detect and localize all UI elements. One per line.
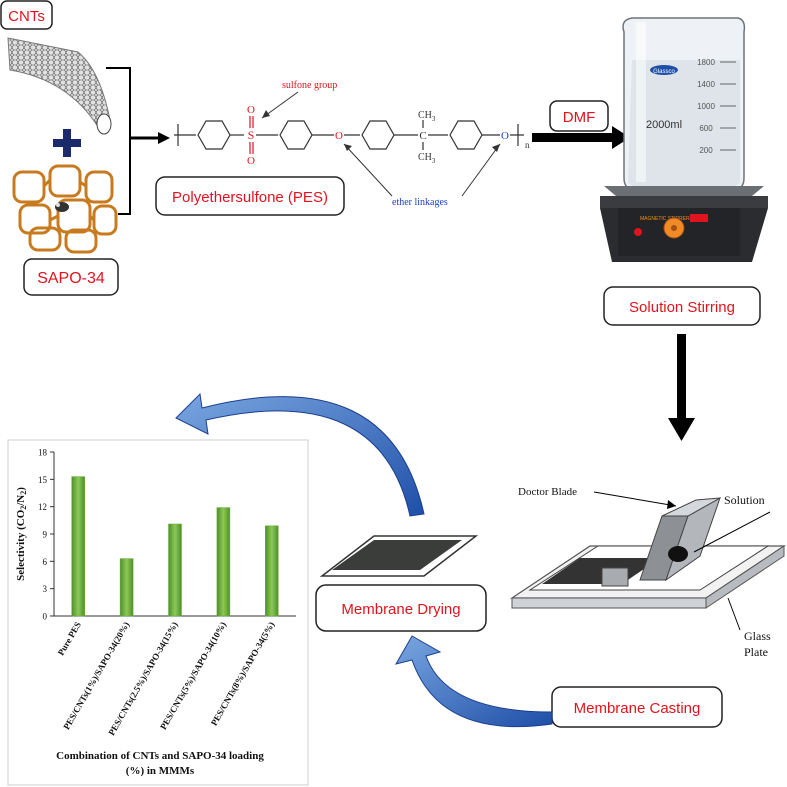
ether-pointer-left-icon <box>344 144 352 151</box>
y-tick-label: 15 <box>38 475 48 485</box>
y-tick-label: 18 <box>38 448 48 458</box>
svg-text:Membrane Drying: Membrane Drying <box>341 601 460 618</box>
label-drying: Membrane Drying <box>315 584 487 632</box>
svg-text:DMF: DMF <box>563 109 596 126</box>
bar-0 <box>71 476 85 617</box>
casting-setup <box>510 491 786 631</box>
plus-icon <box>53 129 81 157</box>
ether-oxygen-1: O <box>335 130 343 142</box>
label-cnts: CNTs <box>0 0 53 30</box>
x-axis-label-line2: (%) in MMMs <box>126 765 195 777</box>
methyl-bottom: CH3 <box>418 152 436 165</box>
label-pes: Polyethersulfone (PES) <box>155 176 345 216</box>
arrow-down-icon <box>668 334 695 441</box>
svg-text:MAGNETIC STIRRER: MAGNETIC STIRRER <box>640 216 690 222</box>
beaker-on-stirrer: Glassco 2000ml 1800 1400 1000 600 200 MA… <box>600 17 768 262</box>
label-stirring: Solution Stirring <box>603 286 761 326</box>
label-casting: Membrane Casting <box>551 686 723 728</box>
arrow-to-pes-icon <box>158 132 170 144</box>
ether-linkages-label: ether linkages <box>392 197 448 208</box>
y-axis-label: Selectivity (CO2/N2) <box>15 487 28 581</box>
glass-plate-label-2: Plate <box>744 645 768 659</box>
svg-text:2000ml: 2000ml <box>646 119 682 131</box>
solution-label: Solution <box>724 493 765 507</box>
methyl-top: CH3 <box>418 110 436 123</box>
label-sapo: SAPO-34 <box>23 258 119 296</box>
y-tick-label: 6 <box>43 557 48 567</box>
arrow-drying-to-chart-icon <box>175 392 425 517</box>
ether-pointer-right-icon <box>492 144 500 152</box>
arrow-casting-to-drying-icon <box>394 635 553 728</box>
y-tick-label: 3 <box>43 584 48 594</box>
repeat-n: n <box>525 140 530 150</box>
svg-text:1000: 1000 <box>697 102 715 111</box>
svg-text:Membrane Casting: Membrane Casting <box>574 700 701 717</box>
bracket-connector <box>106 67 160 215</box>
doctor-blade-label: Doctor Blade <box>518 486 577 498</box>
sapo-molecule <box>55 202 69 212</box>
sulfone-group-label: sulfone group <box>282 80 337 91</box>
sulfone-pointer-icon <box>262 110 270 118</box>
svg-text:CNTs: CNTs <box>8 8 45 25</box>
y-tick-label: 12 <box>38 502 47 512</box>
y-tick-label: 9 <box>43 530 48 540</box>
cnt-illustration <box>7 37 112 135</box>
svg-text:Polyethersulfone (PES): Polyethersulfone (PES) <box>172 189 328 206</box>
svg-text:1400: 1400 <box>697 80 715 89</box>
ether-oxygen-2: O <box>501 130 509 142</box>
sapo-illustration <box>12 164 118 254</box>
doctor-blade-pointer-icon <box>667 500 676 509</box>
arrow-to-stirrer-icon <box>532 126 630 149</box>
bar-3 <box>216 507 231 617</box>
bar-4 <box>265 525 279 617</box>
pes-structure <box>174 91 524 197</box>
chart-frame <box>7 439 309 786</box>
svg-text:Glassco: Glassco <box>653 69 675 75</box>
x-axis-label-line1: Combination of CNTs and SAPO-34 loading <box>56 750 264 762</box>
quaternary-carbon: C <box>419 130 426 142</box>
bar-1 <box>119 558 134 617</box>
sulfur-atom: S <box>248 128 255 142</box>
svg-text:200: 200 <box>699 146 713 155</box>
sulfone-oxygen-bottom: O <box>247 155 255 167</box>
drying-membrane <box>319 535 479 577</box>
sulfone-oxygen-top: O <box>247 104 255 116</box>
y-tick-label: 0 <box>43 612 48 622</box>
svg-text:600: 600 <box>699 124 713 133</box>
svg-text:1800: 1800 <box>697 58 715 67</box>
label-dmf: DMF <box>549 100 609 132</box>
svg-text:Solution Stirring: Solution Stirring <box>629 299 735 316</box>
svg-text:SAPO-34: SAPO-34 <box>37 270 105 287</box>
glass-plate-label-1: Glass <box>744 629 771 643</box>
bar-2 <box>168 523 182 617</box>
